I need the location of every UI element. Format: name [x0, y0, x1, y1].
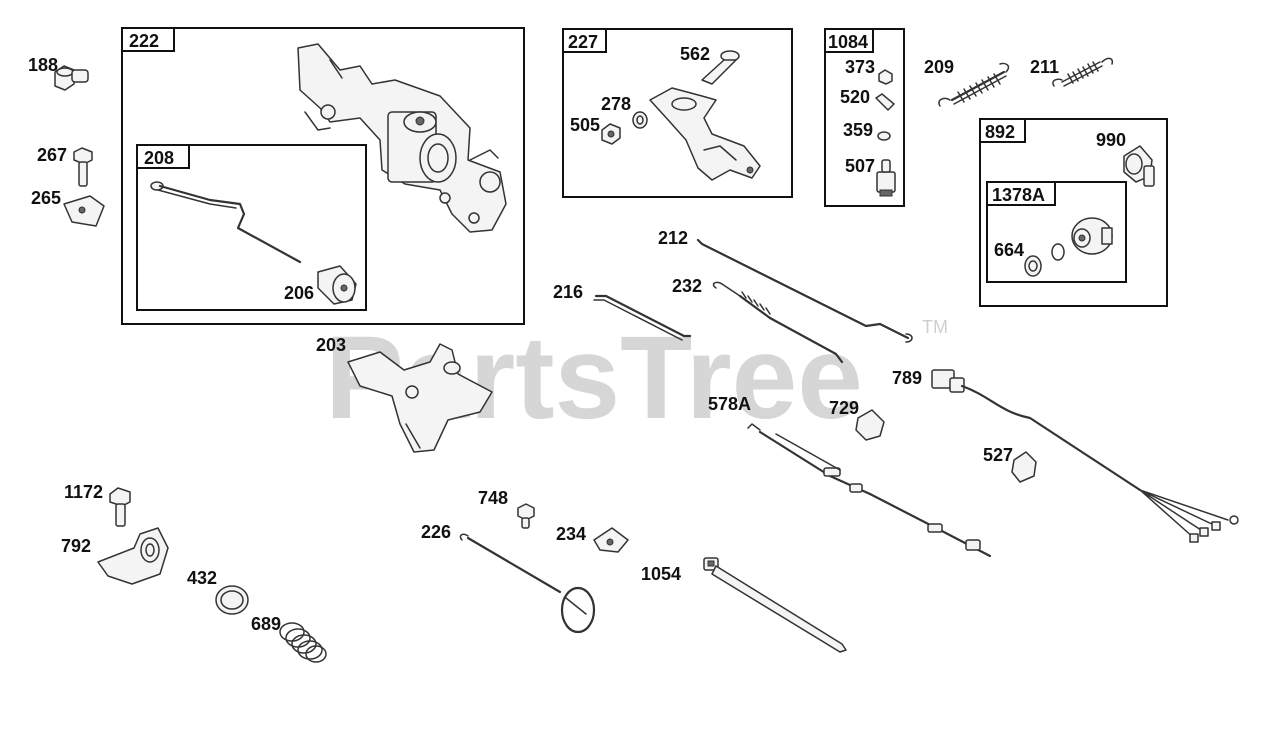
part-label-188: 188: [28, 55, 58, 75]
part-359-washer[interactable]: [877, 131, 891, 141]
part-label-1172: 1172: [64, 482, 103, 502]
part-label-792: 792: [61, 536, 91, 556]
box-label-1378A: 1378A: [992, 185, 1045, 205]
part-216-rod[interactable]: [593, 294, 692, 341]
part-729-clip[interactable]: [855, 409, 885, 441]
part-label-359: 359: [843, 120, 873, 140]
part-505-nut[interactable]: [601, 123, 621, 145]
part-212-rod[interactable]: [696, 238, 913, 343]
part-label-211: 211: [1030, 57, 1059, 77]
part-label-562: 562: [680, 44, 710, 64]
part-label-505: 505: [570, 115, 600, 135]
assembly-box-222[interactable]: 222: [121, 27, 525, 325]
part-265-clip[interactable]: [63, 195, 105, 227]
part-507-switch[interactable]: [876, 159, 896, 197]
part-562-pin[interactable]: [701, 50, 740, 85]
part-432-ring[interactable]: [215, 585, 249, 615]
part-748-screw[interactable]: [517, 503, 535, 529]
part-664-nut[interactable]: [1024, 243, 1065, 277]
part-209-spring[interactable]: [938, 62, 1010, 107]
part-label-789: 789: [892, 368, 922, 388]
part-label-234: 234: [556, 524, 586, 544]
part-label-729: 729: [829, 398, 859, 418]
part-792-bracket[interactable]: [97, 527, 169, 585]
part-203-bracket[interactable]: [347, 343, 493, 453]
part-label-209: 209: [924, 57, 954, 77]
part-211-spring[interactable]: [1052, 57, 1114, 87]
part-label-203: 203: [316, 335, 346, 355]
box-label-222: 222: [129, 31, 159, 51]
assembly-box-1084[interactable]: 1084: [824, 28, 905, 207]
part-206-knob[interactable]: [317, 265, 357, 305]
part-label-267: 267: [37, 145, 67, 165]
part-373-nut[interactable]: [878, 69, 893, 85]
part-990-key[interactable]: [1123, 145, 1155, 187]
part-label-216: 216: [553, 282, 583, 302]
part-label-990: 990: [1096, 130, 1126, 150]
box-label-1084: 1084: [828, 32, 868, 52]
box-label-227: 227: [568, 32, 598, 52]
part-208-rod[interactable]: [150, 181, 302, 264]
part-label-520: 520: [840, 87, 870, 107]
part-520-clip[interactable]: [875, 93, 895, 111]
part-234-clip[interactable]: [593, 527, 629, 553]
part-1172-bolt[interactable]: [109, 487, 131, 527]
part-label-748: 748: [478, 488, 508, 508]
part-label-265: 265: [31, 188, 61, 208]
part-label-578A: 578A: [708, 394, 751, 414]
part-label-226: 226: [421, 522, 451, 542]
box-label-892: 892: [985, 122, 1015, 142]
part-1378A-ignition-switch[interactable]: [1071, 217, 1113, 255]
part-label-232: 232: [672, 276, 702, 296]
part-222-bracket[interactable]: [297, 43, 507, 233]
part-278-washer[interactable]: [632, 111, 648, 129]
part-267-bolt[interactable]: [73, 147, 93, 187]
part-label-527: 527: [983, 445, 1013, 465]
part-226-rod[interactable]: [459, 533, 596, 634]
assembly-box-227[interactable]: 227: [562, 28, 793, 198]
part-232-spring-rod[interactable]: [712, 281, 844, 364]
assembly-box-208[interactable]: 208: [136, 144, 367, 311]
part-789-wire-harness[interactable]: [931, 369, 1239, 543]
part-label-432: 432: [187, 568, 217, 588]
part-578A-cable[interactable]: [747, 423, 992, 558]
part-label-689: 689: [251, 614, 281, 634]
assembly-box-1378A[interactable]: 1378A: [986, 181, 1127, 283]
part-label-507: 507: [845, 156, 875, 176]
part-label-664: 664: [994, 240, 1024, 260]
part-label-212: 212: [658, 228, 688, 248]
part-label-278: 278: [601, 94, 631, 114]
part-label-373: 373: [845, 57, 875, 77]
part-527-clip[interactable]: [1011, 451, 1037, 483]
assembly-box-892[interactable]: 892: [979, 118, 1168, 307]
part-label-1054: 1054: [641, 564, 681, 584]
box-label-208: 208: [144, 148, 174, 168]
part-188-nut[interactable]: [54, 65, 89, 91]
watermark-tm: TM: [922, 317, 948, 337]
part-1054-cable-tie[interactable]: [703, 557, 847, 653]
part-227-lever[interactable]: [649, 87, 761, 181]
part-689-spring[interactable]: [279, 622, 327, 663]
part-label-206: 206: [284, 283, 314, 303]
